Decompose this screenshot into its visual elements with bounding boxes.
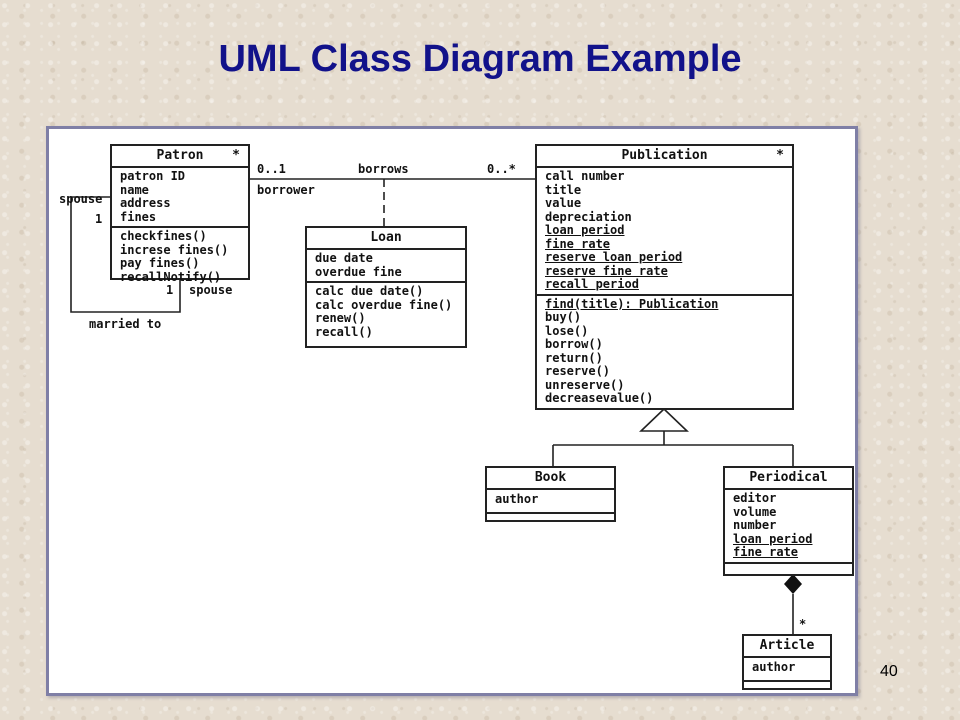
class-patron: Patron * patron ID name address fines ch… xyxy=(110,144,250,283)
attribute: title xyxy=(545,182,582,197)
class-periodical: Periodical editor volume number loan per… xyxy=(723,466,854,576)
attribute-list: author xyxy=(487,490,614,514)
operation-list xyxy=(487,514,614,518)
operation-list xyxy=(725,564,852,568)
operation: increse fines() xyxy=(120,242,229,257)
operation: reserve() xyxy=(545,364,611,378)
attribute: number xyxy=(733,518,777,532)
static-attribute: reserve fine rate xyxy=(545,263,668,278)
class-name: Patron xyxy=(156,148,204,163)
attribute-list: due date overdue fine xyxy=(307,250,465,283)
operation: pay fines() xyxy=(120,256,200,270)
attribute: patron ID xyxy=(120,169,186,183)
publication-end-multiplicity: 0..* xyxy=(487,162,516,176)
article-end-multiplicity: * xyxy=(799,617,807,631)
operation: recall() xyxy=(315,324,373,339)
attribute: value xyxy=(545,196,582,210)
static-attribute: fine rate xyxy=(733,545,799,559)
attribute: fines xyxy=(120,209,157,224)
class-publication: Publication * call number title value de… xyxy=(535,144,794,410)
operation: decreasevalue() xyxy=(545,391,654,405)
operation: unreserve() xyxy=(545,377,625,392)
association-name-borrows: borrows xyxy=(358,162,409,176)
attribute-list: author xyxy=(744,658,830,682)
class-name: Article xyxy=(759,638,815,653)
page-number: 40 xyxy=(880,663,898,680)
class-multiplicity: * xyxy=(232,148,240,163)
patron-end-multiplicity: 0..1 xyxy=(257,162,286,176)
multiplicity-one-bottom: 1 xyxy=(166,283,174,297)
operation: buy() xyxy=(545,310,582,324)
static-attribute: loan period xyxy=(733,531,813,546)
static-attribute: reserve loan period xyxy=(545,250,683,264)
attribute: editor xyxy=(733,491,777,505)
class-book: Book author xyxy=(485,466,616,522)
connector-lines xyxy=(70,178,802,634)
operation-list: calc due date() calc overdue fine() rene… xyxy=(307,283,465,341)
operation: borrow() xyxy=(545,337,603,351)
static-attribute: loan period xyxy=(545,223,625,237)
operation: lose() xyxy=(545,323,589,338)
operation: calc overdue fine() xyxy=(315,297,453,312)
operation: calc due date() xyxy=(315,284,424,298)
operation: renew() xyxy=(315,311,366,325)
attribute: volume xyxy=(733,504,777,519)
attribute: overdue fine xyxy=(315,264,402,279)
operation: return() xyxy=(545,350,603,365)
class-name: Periodical xyxy=(749,470,828,485)
composition-diamond xyxy=(784,574,802,594)
attribute-list: patron ID name address fines xyxy=(112,168,248,228)
role-spouse-left: spouse xyxy=(59,192,103,206)
role-borrower: borrower xyxy=(257,183,315,197)
generalization-triangle xyxy=(639,407,689,432)
static-attribute: fine rate xyxy=(545,236,611,251)
operation-list xyxy=(744,682,830,686)
attribute: call number xyxy=(545,169,625,183)
class-loan: Loan due date overdue fine calc due date… xyxy=(305,226,467,348)
slide-title: UML Class Diagram Example xyxy=(218,38,742,80)
static-operation: find(title): Publication xyxy=(545,296,719,311)
static-attribute: recall period xyxy=(545,277,639,291)
role-spouse-bottom: spouse xyxy=(189,283,233,297)
attribute: depreciation xyxy=(545,209,632,224)
class-name: Book xyxy=(534,470,567,485)
attribute: address xyxy=(120,196,171,210)
attribute: due date xyxy=(315,251,373,265)
attribute: author xyxy=(752,660,796,674)
operation: recallNotify() xyxy=(120,269,222,284)
multiplicity-one-left: 1 xyxy=(95,212,103,226)
diagram-panel: Patron * patron ID name address fines ch… xyxy=(46,126,858,696)
married-to-association-line xyxy=(70,196,181,313)
operation-list: find(title): Publication buy() lose() bo… xyxy=(537,296,792,408)
attribute: name xyxy=(120,182,149,197)
class-name: Loan xyxy=(370,230,402,245)
attribute-list: call number title value depreciation loa… xyxy=(537,168,792,296)
operation-list: checkfines() increse fines() pay fines()… xyxy=(112,228,248,286)
class-article: Article author xyxy=(742,634,832,690)
operation: checkfines() xyxy=(120,229,207,243)
class-multiplicity: * xyxy=(776,148,784,163)
attribute-list: editor volume number loan period fine ra… xyxy=(725,490,852,564)
association-name-married-to: married to xyxy=(89,317,162,331)
class-name: Publication xyxy=(621,148,708,163)
attribute: author xyxy=(495,492,539,506)
